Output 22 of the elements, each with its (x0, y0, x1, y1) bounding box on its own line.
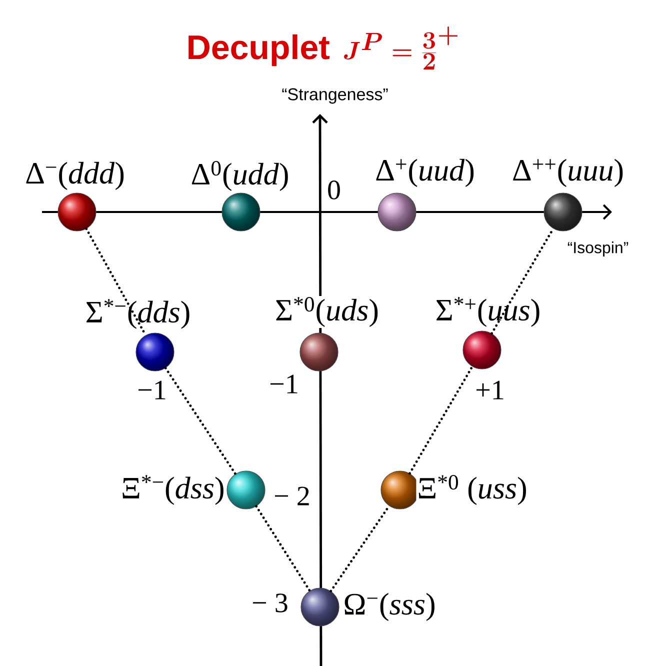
axis-label: “Strangeness” (282, 88, 388, 104)
tick-label: −1 (138, 380, 166, 400)
title: $\textbf{Decuplet}\;\, J^{P} = \frac{3}{2}^{+}$ (188, 26, 458, 70)
particle-label: Δ$^{−}$(ddd) (24, 160, 126, 192)
tick-label: 0 (328, 180, 340, 200)
dotted-line (255, 505, 311, 592)
tick-label: − 3 (253, 594, 288, 612)
tick-label: +1 (476, 380, 504, 400)
particle-label: Σ$^{*+}$(uus) (434, 296, 542, 328)
particle-label: Ξ$^{*0}$ (uss) (416, 474, 528, 506)
tick-label: − 2 (275, 486, 309, 506)
particle-label: Δ$^{0}$(udd) (190, 160, 290, 192)
particle-label: Σ$^{*−}$(dds) (84, 298, 192, 330)
particle-label: Ξ$^{*−}$(dss) (120, 474, 226, 506)
axis-label: “Isospin” (568, 242, 628, 256)
particle-label: Δ$^{+}$(uud) (374, 158, 476, 188)
dotted-line (408, 365, 474, 475)
particle-label: Δ$^{++}$(uuu) (510, 158, 626, 188)
particle-label: Σ$^{*0}$(uds) (274, 296, 380, 328)
particle-label: Ω$^{−}$(sss) (342, 592, 437, 622)
dotted-line (164, 366, 237, 476)
tick-label: −1 (270, 374, 298, 394)
